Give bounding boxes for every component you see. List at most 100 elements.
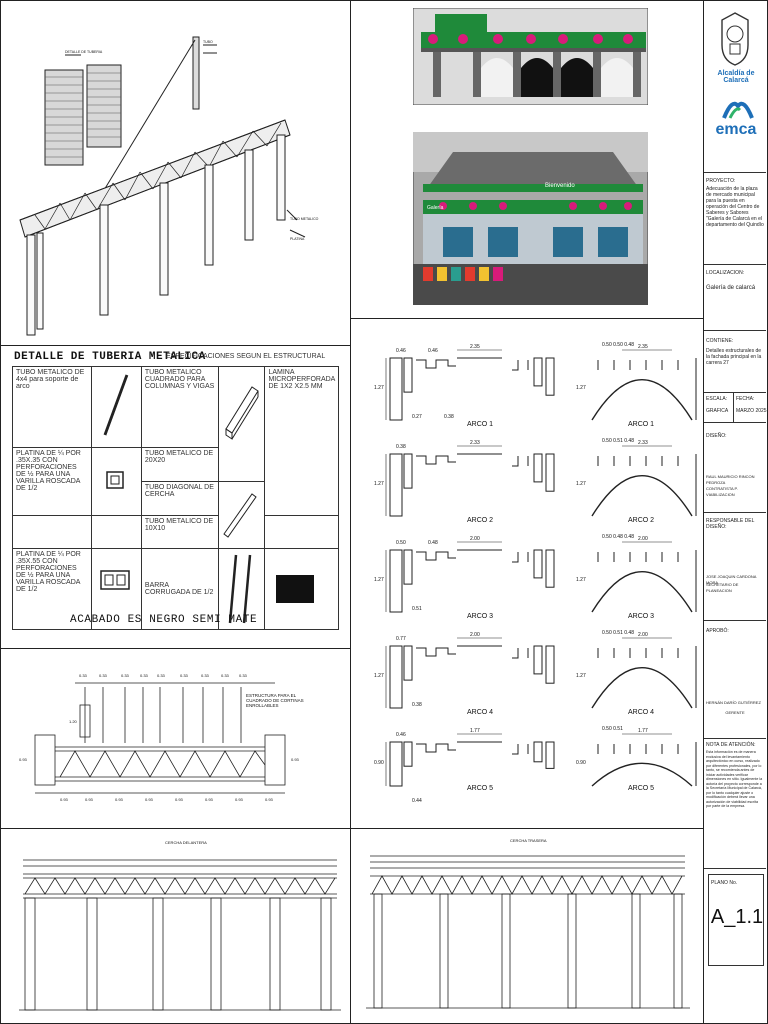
responsable-heading: RESPONSABLE DEL DISEÑO: bbox=[706, 518, 755, 530]
tb-sep-1 bbox=[704, 172, 766, 173]
tb-sep-5 bbox=[704, 422, 766, 423]
aprobo-heading: APROBÓ: bbox=[706, 628, 729, 634]
nota-text: Esta información es de manera exclusiva … bbox=[706, 750, 763, 808]
arch-height-dim: 1.27 bbox=[576, 481, 586, 487]
spec-note: ESPECIFICACIONES SEGUN EL ESTRUCTURAL bbox=[166, 353, 326, 360]
svg-text:0.33: 0.33 bbox=[121, 673, 130, 678]
arco-small-dim: 0.27 bbox=[412, 414, 422, 420]
arco-label-left: ARCO 2 bbox=[467, 517, 493, 524]
arco-label-left: ARCO 1 bbox=[467, 421, 493, 428]
svg-text:0.93: 0.93 bbox=[291, 757, 300, 762]
elevation-front bbox=[19, 859, 341, 1011]
svg-text:0.93: 0.93 bbox=[145, 797, 154, 802]
diseno-heading: DISEÑO: bbox=[706, 433, 727, 439]
svg-text:TUBO: TUBO bbox=[203, 40, 213, 44]
arco-label-left: ARCO 4 bbox=[467, 709, 493, 716]
arco-left-post3 bbox=[545, 645, 555, 684]
tb-sep-4 bbox=[704, 392, 766, 393]
arco-left-step2 bbox=[512, 744, 529, 755]
arco-small-dim: 0.46 bbox=[428, 348, 438, 354]
svg-text:0.33: 0.33 bbox=[201, 673, 210, 678]
isometric-structure: DETALLE DE TUBERIA TUBO TUBO METALICO PL… bbox=[19, 36, 319, 336]
divider-h3 bbox=[0, 828, 703, 829]
plano-box bbox=[708, 874, 764, 966]
spec-platina-2: PLATINA DE ¼ POR .35X.55 CON PERFORACION… bbox=[11, 548, 93, 630]
entity-name: Alcaldía de Calarcá bbox=[717, 70, 755, 84]
disenador-cargo: CONTRATISTA P. VIABILIZACION bbox=[706, 486, 738, 497]
escala-heading: ESCALA: bbox=[706, 396, 728, 402]
arch-curve bbox=[591, 667, 693, 709]
spec-tubo-10-sketch bbox=[218, 481, 266, 549]
arco-top-dim: 2.00 bbox=[470, 632, 480, 638]
arco-left-post bbox=[389, 453, 403, 517]
arco-small-dim: 0.38 bbox=[396, 444, 406, 450]
divider-h1 bbox=[0, 345, 351, 346]
small-tube-sketch-icon bbox=[223, 493, 258, 538]
arch-span-dim: 2.00 bbox=[638, 536, 648, 542]
arco-left-step bbox=[403, 357, 413, 393]
escala-fecha-divider bbox=[733, 392, 734, 422]
render-aerial: Bienvenido Galería bbox=[413, 132, 648, 305]
arco-left-profile bbox=[416, 647, 456, 657]
arco-left-post bbox=[389, 645, 403, 709]
arco-label-left: ARCO 5 bbox=[467, 785, 493, 792]
spec-tubo-arco: TUBO METALICO DE 4x4 para soporte de arc… bbox=[11, 366, 93, 448]
plano-heading: PLANO No. bbox=[711, 880, 738, 886]
arco-left-step2 bbox=[512, 552, 529, 563]
svg-text:0.93: 0.93 bbox=[60, 797, 69, 802]
svg-text:0.93: 0.93 bbox=[235, 797, 244, 802]
arco-left-step bbox=[403, 453, 413, 489]
arco-top-dim: 2.33 bbox=[470, 440, 480, 446]
arch-top-dims: 0.50 0.50 0.48 bbox=[602, 342, 634, 348]
svg-text:0.93: 0.93 bbox=[115, 797, 124, 802]
arco-left-post3 bbox=[545, 453, 555, 492]
spec-table: TUBO METALICO DE 4x4 para soporte de arc… bbox=[11, 366, 339, 630]
arco-left-post2 bbox=[533, 453, 543, 483]
arco-left-post bbox=[389, 549, 403, 613]
elevation-rear bbox=[366, 855, 690, 1009]
arco-left-step2 bbox=[512, 456, 529, 467]
arco-left-post2 bbox=[533, 357, 543, 387]
arco-left-post bbox=[389, 357, 403, 421]
arch-curve bbox=[591, 571, 693, 613]
aprobo-cargo: GERENTE bbox=[725, 710, 745, 715]
arco-small-dim: 0.38 bbox=[444, 414, 454, 420]
arco-label-right: ARCO 1 bbox=[628, 421, 654, 428]
divider-title-block bbox=[703, 0, 704, 1024]
spec-tubo-cuadrado: TUBO METALICO CUADRADO PARA COLUMNAS Y V… bbox=[140, 366, 220, 448]
contiene-text: Detalles estructurales de la fachada pri… bbox=[706, 348, 762, 366]
spec-tubo-10: TUBO METALICO DE 10X10 bbox=[140, 515, 220, 549]
spec-lamina: LAMINA MICROPERFORADA DE 1X2 X2.5 MM bbox=[264, 366, 339, 516]
arco-left-dim: 0.90 bbox=[374, 760, 384, 766]
localizacion-heading: LOCALIZACION: bbox=[706, 270, 745, 276]
arch-height-dim: 0.90 bbox=[576, 760, 586, 766]
responsable-name: JOSE JOAQUIN CARDONA MORA bbox=[706, 574, 757, 585]
square-tube-sketch-icon bbox=[225, 386, 260, 440]
arco-left-dim: 1.27 bbox=[374, 385, 384, 391]
arco-left-step bbox=[403, 741, 413, 767]
tb-sep-6 bbox=[704, 512, 766, 513]
estructura-note: ESTRUCTURA PARA EL CUADRADO DE CORTINAS … bbox=[246, 693, 304, 708]
escala-value: GRAFICA bbox=[706, 408, 729, 414]
emca-logo-text: emca bbox=[715, 121, 757, 138]
plano-number: A_1.1 bbox=[710, 906, 764, 928]
aprobo-name: HERNÁN DARÍO GUTIÉRREZ bbox=[706, 700, 761, 705]
arco-left-profile bbox=[416, 551, 456, 561]
svg-text:0.33: 0.33 bbox=[99, 673, 108, 678]
divider-h-right bbox=[350, 318, 703, 319]
arco-left-post2 bbox=[533, 645, 543, 675]
arco-left-dim: 1.27 bbox=[374, 673, 384, 679]
arco-small-dim: 0.44 bbox=[412, 798, 422, 804]
arco-label-right: ARCO 5 bbox=[628, 785, 654, 792]
arco-left-post3 bbox=[545, 549, 555, 588]
arch-curve bbox=[591, 379, 693, 421]
arch-height-dim: 1.27 bbox=[576, 673, 586, 679]
localizacion-text: Galería de calarcá bbox=[706, 285, 756, 291]
proyecto-text: Adecuación de la plaza de mercado munici… bbox=[706, 186, 764, 228]
render-facade bbox=[413, 8, 648, 105]
arco-label-left: ARCO 3 bbox=[467, 613, 493, 620]
tb-sep-8 bbox=[704, 738, 766, 739]
svg-text:0.33: 0.33 bbox=[157, 673, 166, 678]
arch-span-dim: 2.00 bbox=[638, 632, 648, 638]
